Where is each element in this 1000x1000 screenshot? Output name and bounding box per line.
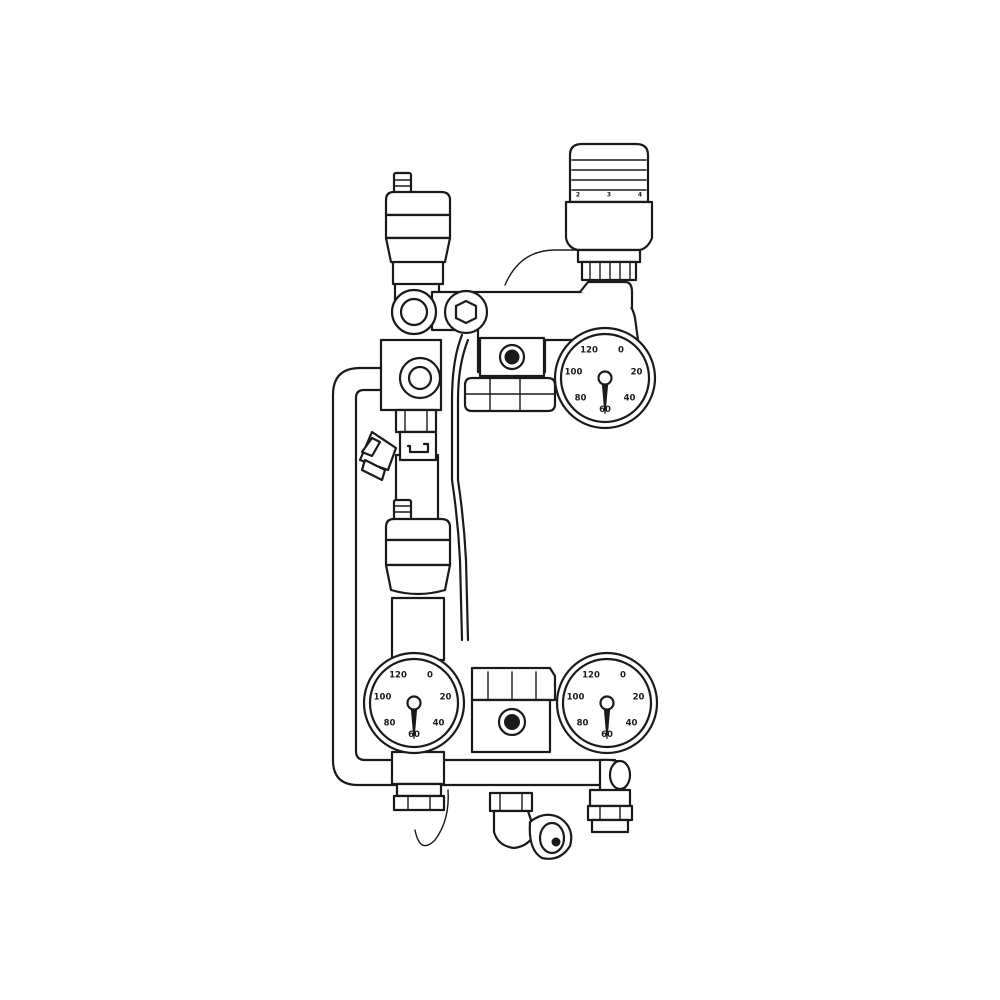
gauge-top-label-20: 20 bbox=[631, 367, 643, 377]
gauge-right-label-40: 40 bbox=[626, 719, 638, 729]
ball-valve-left bbox=[358, 430, 438, 482]
thermostat-mark-2: 2 bbox=[576, 192, 580, 199]
air-vent-valve-top bbox=[384, 171, 452, 286]
gauge-top-label-0: 0 bbox=[618, 345, 624, 355]
gauge-top-hub bbox=[597, 370, 613, 386]
upper-pump-connector bbox=[478, 336, 546, 378]
air-vent-valve-middle bbox=[384, 498, 452, 596]
thermostat-mark-3: 3 bbox=[607, 192, 611, 199]
gauge-right-label-20: 20 bbox=[633, 692, 645, 702]
temperature-gauge-bottom-right: 0 20 40 60 80 100 120 bbox=[555, 651, 659, 755]
gauge-left-label-0: 0 bbox=[427, 670, 433, 680]
thermostatic-head: 2 3 4 bbox=[564, 142, 654, 282]
lower-right-elbow bbox=[586, 758, 634, 834]
gauge-left-label-120: 120 bbox=[389, 670, 407, 680]
gauge-top-label-120: 120 bbox=[580, 345, 598, 355]
lower-pump-connector bbox=[470, 666, 557, 754]
gauge-right-label-120: 120 bbox=[582, 670, 600, 680]
gauge-left-hub bbox=[406, 695, 422, 711]
gauge-left-label-80: 80 bbox=[384, 719, 396, 729]
gauge-right-label-100: 100 bbox=[567, 692, 585, 702]
top-union-nut bbox=[463, 376, 557, 413]
gauge-top-label-80: 80 bbox=[575, 394, 587, 404]
gauge-right-label-80: 80 bbox=[577, 719, 589, 729]
gauge-right-label-0: 0 bbox=[620, 670, 626, 680]
gauge-right-hub bbox=[599, 695, 615, 711]
gauge-left-label-100: 100 bbox=[374, 692, 392, 702]
capillary-tube bbox=[414, 249, 601, 847]
gauge-top-label-40: 40 bbox=[624, 394, 636, 404]
gauge-top-label-100: 100 bbox=[565, 367, 583, 377]
temperature-gauge-bottom-left: 0 20 40 60 80 100 120 bbox=[362, 651, 466, 755]
gauge-left-label-40: 40 bbox=[433, 719, 445, 729]
bottom-ball-valve bbox=[488, 791, 573, 860]
thermostat-mark-4: 4 bbox=[638, 192, 642, 199]
bottom-left-connection bbox=[392, 782, 446, 812]
gauge-left-label-20: 20 bbox=[440, 692, 452, 702]
temperature-gauge-top: 0 20 40 60 80 100 120 bbox=[553, 326, 657, 430]
